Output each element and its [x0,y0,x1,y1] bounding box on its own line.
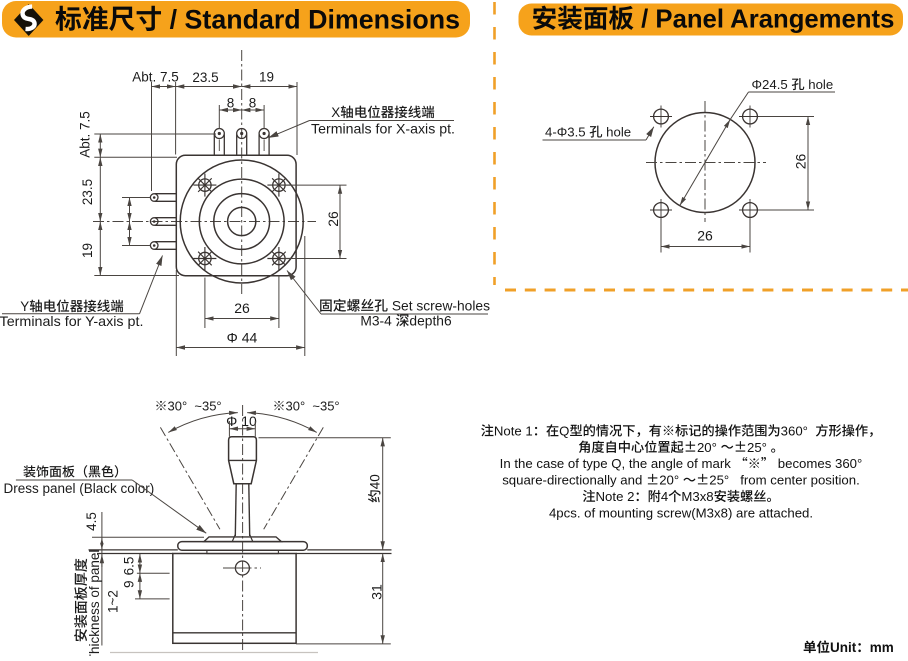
svg-text:26: 26 [697,228,713,244]
svg-text:Set screw-holes: Set screw-holes [388,299,490,314]
svg-text:8: 8 [249,96,257,111]
svg-text:20°: 20° [659,473,683,488]
svg-text:Y: Y [20,299,29,314]
svg-text:4pcs. of mounting screw(M3x8): 4pcs. of mounting screw(M3x8) are attach… [549,505,813,520]
svg-text:23.5: 23.5 [192,70,218,85]
svg-text:Φ 10: Φ 10 [226,413,257,429]
svg-text:26: 26 [325,211,341,227]
svg-text:360°: 360° [781,423,816,438]
svg-text:Q: Q [559,423,569,438]
svg-text:Thickness of panel: Thickness of panel [87,550,102,656]
svg-text:31: 31 [369,584,385,600]
svg-text:M3x8: M3x8 [681,489,713,504]
svg-text:19: 19 [80,243,95,258]
svg-text:/ Panel Arangements: / Panel Arangements [634,6,894,34]
svg-text:25°: 25° [747,440,771,455]
svg-text:30° ~35°: 30° ~35° [168,399,222,414]
svg-text:6.5: 6.5 [122,557,137,576]
svg-text:Unit: Unit [830,640,857,655]
svg-text:9: 9 [121,581,136,589]
svg-text:19: 19 [259,70,274,85]
svg-text:Terminals for X-axis pt.: Terminals for X-axis pt. [311,121,455,137]
svg-text:4.5: 4.5 [84,512,99,531]
svg-text:Note 1: Note 1 [494,423,533,438]
svg-text:M3-4: M3-4 [360,314,395,329]
svg-text:30° ~35°: 30° ~35° [286,399,340,414]
svg-text:depth6: depth6 [409,314,452,329]
svg-text:25° from center position.: 25° from center position. [709,473,860,488]
svg-text:23.5: 23.5 [80,179,95,205]
svg-text:40: 40 [367,474,382,489]
svg-text:26: 26 [234,300,250,316]
svg-text:Abt. 7.5: Abt. 7.5 [77,111,92,158]
svg-text:Dress panel (Black color): Dress panel (Black color) [4,481,155,496]
svg-text:1~2: 1~2 [106,590,121,613]
svg-text:Φ 44: Φ 44 [227,330,258,346]
svg-text:hole: hole [805,77,834,92]
svg-text:20°: 20° [697,440,721,455]
svg-text:Φ24.5: Φ24.5 [752,77,792,92]
svg-text:4: 4 [661,489,668,504]
svg-text:/ Standard Dimensions: / Standard Dimensions [162,5,460,35]
svg-text:26: 26 [793,154,809,170]
svg-text:hole: hole [602,125,631,140]
svg-text:becomes 360°: becomes 360° [774,456,862,471]
svg-text:4-Φ3.5: 4-Φ3.5 [545,125,589,140]
svg-text:X: X [331,105,340,120]
svg-text:8: 8 [227,96,235,111]
svg-text:Note 2: Note 2 [596,489,635,504]
svg-text:mm: mm [870,640,894,655]
svg-text:Terminals for Y-axis pt.: Terminals for Y-axis pt. [0,313,143,329]
svg-text:In the case of type Q, the ang: In the case of type Q, the angle of mark [500,456,735,471]
svg-text:Abt. 7.5: Abt. 7.5 [132,70,179,85]
svg-text:square-directionally and: square-directionally and [502,473,646,488]
